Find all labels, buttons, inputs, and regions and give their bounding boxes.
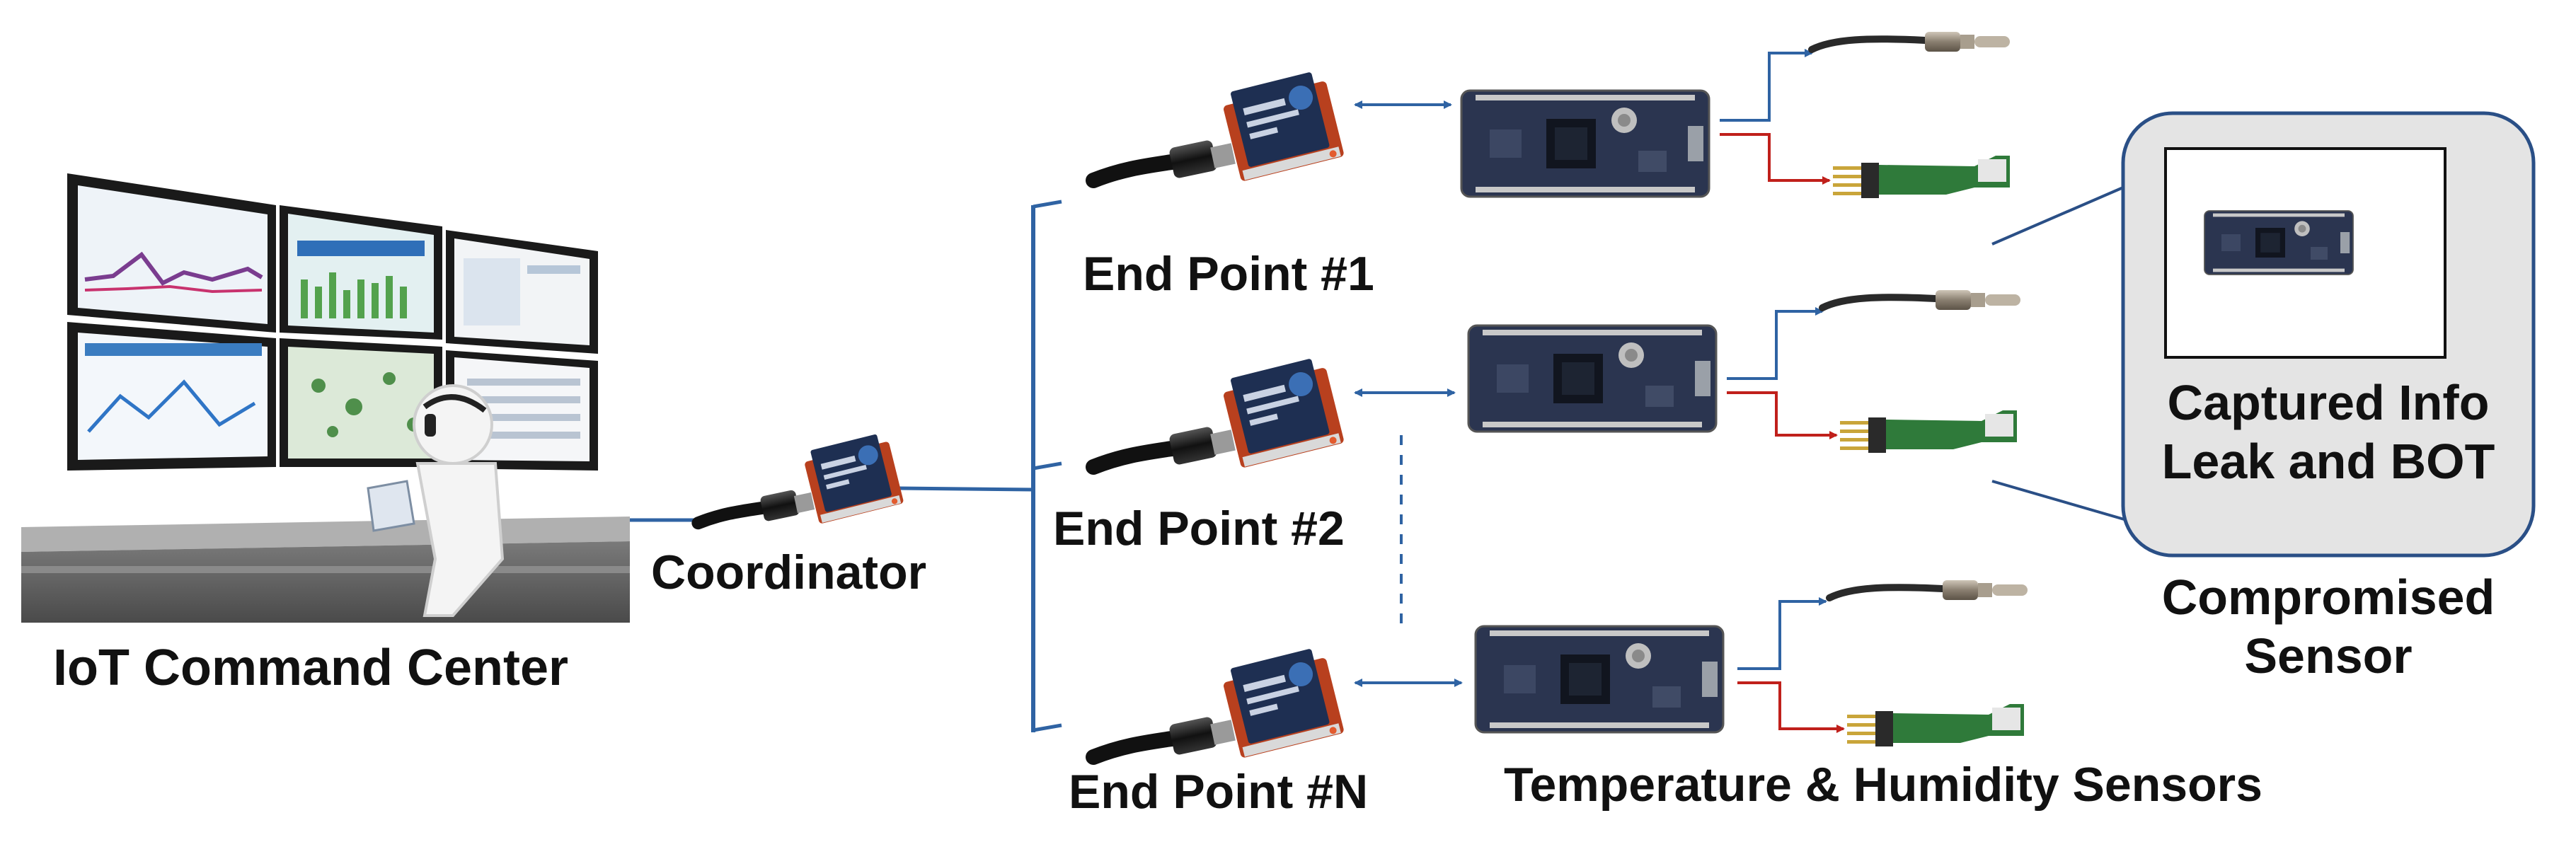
- endpoint-n-radio: [1093, 645, 1345, 759]
- microcontroller-board-icon-1: [1460, 89, 1710, 198]
- humidity-sensor-1: [1833, 156, 2010, 198]
- compromised-sensor-label: Compromised Sensor: [2123, 568, 2534, 685]
- captured-line-2: Leak and BOT: [2161, 433, 2495, 489]
- operator-figure-icon: [367, 384, 505, 617]
- control-room-monitors-icon: [21, 173, 630, 623]
- network-links: [630, 49, 2127, 733]
- endpoint-2-label: End Point #2: [1053, 502, 1345, 555]
- captured-line-1: Captured Info: [2167, 375, 2490, 430]
- compromised-line-1: Compromised: [2161, 570, 2495, 625]
- command-center-label: IoT Command Center: [53, 640, 569, 696]
- endpoint-2-radio: [1093, 355, 1345, 468]
- coordinator-label: Coordinator: [651, 546, 927, 599]
- command-center: [21, 173, 630, 623]
- compromised-board-icon: [2204, 210, 2354, 275]
- microcontroller-board-icon-2: [1467, 324, 1718, 433]
- temperature-probe-2: [1822, 290, 2020, 310]
- microcontroller-board-icon-n: [1474, 625, 1725, 734]
- temperature-probe-n: [1829, 580, 2028, 600]
- temperature-probe-1: [1812, 32, 2010, 52]
- coordinator-radio: [698, 432, 904, 524]
- endpoint-1-radio: [1093, 69, 1345, 182]
- captured-info-label: Captured Info Leak and BOT: [2123, 374, 2534, 490]
- compromised-sensor-box: [2121, 111, 2536, 558]
- endpoint-1-label: End Point #1: [1083, 247, 1374, 301]
- compromised-line-2: Sensor: [2244, 628, 2413, 684]
- endpoint-n-label: End Point #N: [1069, 765, 1369, 819]
- sensors-label: Temperature & Humidity Sensors: [1504, 758, 2262, 812]
- humidity-sensor-n: [1847, 704, 2024, 746]
- humidity-sensor-2: [1840, 410, 2017, 453]
